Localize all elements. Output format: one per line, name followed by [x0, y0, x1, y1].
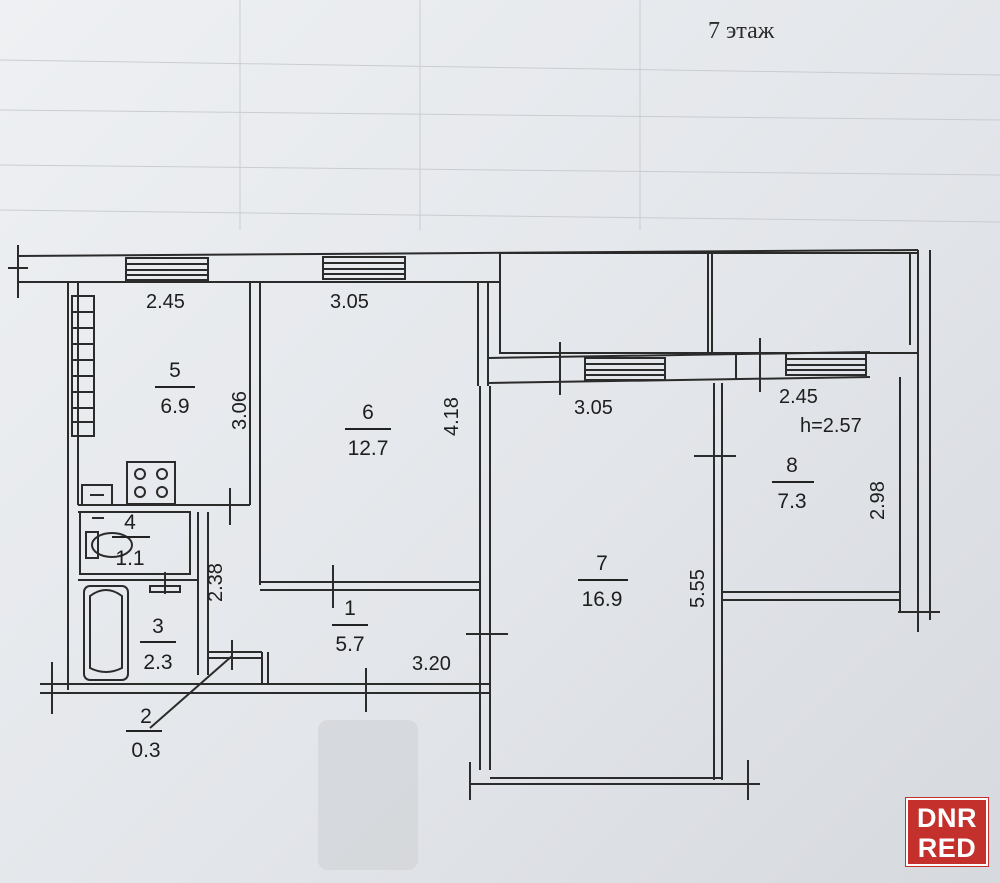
room2-leader: [149, 655, 233, 729]
logo-line-2: RED: [917, 833, 977, 863]
room-5-divider: [155, 386, 195, 388]
background-grid: [0, 0, 1000, 230]
balcony: [499, 252, 919, 354]
room-8-area: 7.3: [777, 490, 807, 513]
room-1-area: 5.7: [335, 633, 365, 656]
redaction-smudge: [318, 720, 418, 870]
room-1-number: 1: [344, 597, 356, 620]
outer-wall-bottom: [40, 662, 490, 714]
dim-room6-width: 3.05: [330, 291, 369, 313]
kitchen-sink: [81, 484, 113, 506]
room-2-area: 0.3: [131, 739, 161, 762]
room-1-divider: [332, 624, 368, 626]
room-3-area: 2.3: [143, 651, 173, 674]
dim-room8-width: 2.45: [779, 386, 818, 408]
kitchen-cabinets: [71, 295, 95, 437]
room-2-number: 2: [140, 705, 152, 728]
wall-room7: [466, 383, 760, 800]
bath-room: [78, 572, 198, 681]
room-5-area: 6.9: [160, 395, 190, 418]
room-3-number: 3: [152, 615, 164, 638]
wall-room8: [722, 250, 940, 632]
room-6-number: 6: [362, 401, 374, 424]
outer-wall-left: [67, 282, 79, 690]
ceiling-height: h=2.57: [800, 415, 862, 437]
dim-hall-width: 3.20: [412, 653, 451, 675]
room-7-number: 7: [596, 552, 608, 575]
window-kitchen: [125, 257, 209, 281]
dim-room6-depth: 4.18: [441, 397, 463, 436]
room-7-divider: [578, 579, 628, 581]
dim-room7-width: 3.05: [574, 397, 613, 419]
wall-room6: [260, 282, 489, 608]
room-6-area: 12.7: [347, 437, 389, 460]
room-4-number: 4: [124, 511, 136, 534]
window-room8: [785, 352, 867, 376]
dim-kitchen-width: 2.45: [146, 291, 185, 313]
window-room6: [322, 256, 406, 280]
room-5-number: 5: [169, 359, 181, 382]
floor-title: 7 этаж: [708, 18, 775, 44]
room-3-divider: [140, 641, 176, 643]
dnrred-logo: DNR RED: [906, 798, 988, 866]
dim-room7-depth: 5.55: [687, 569, 709, 608]
toilet-room: [79, 511, 209, 675]
room-4-area: 1.1: [115, 547, 145, 570]
stove: [126, 461, 176, 505]
wall-kitchen-room6: [249, 282, 261, 585]
room-6-divider: [345, 428, 391, 430]
room-4-divider: [112, 536, 150, 538]
logo-line-1: DNR: [917, 803, 977, 833]
dim-room8-depth: 2.98: [867, 481, 889, 520]
room-7-area: 16.9: [581, 588, 623, 611]
window-room7: [584, 357, 666, 381]
room-2-divider: [126, 730, 162, 732]
dim-bath-depth: 2.38: [205, 563, 227, 602]
dim-kitchen-depth: 3.06: [229, 391, 251, 430]
storage-niche: [208, 640, 269, 684]
room-8-divider: [772, 481, 814, 483]
room-8-number: 8: [786, 454, 798, 477]
